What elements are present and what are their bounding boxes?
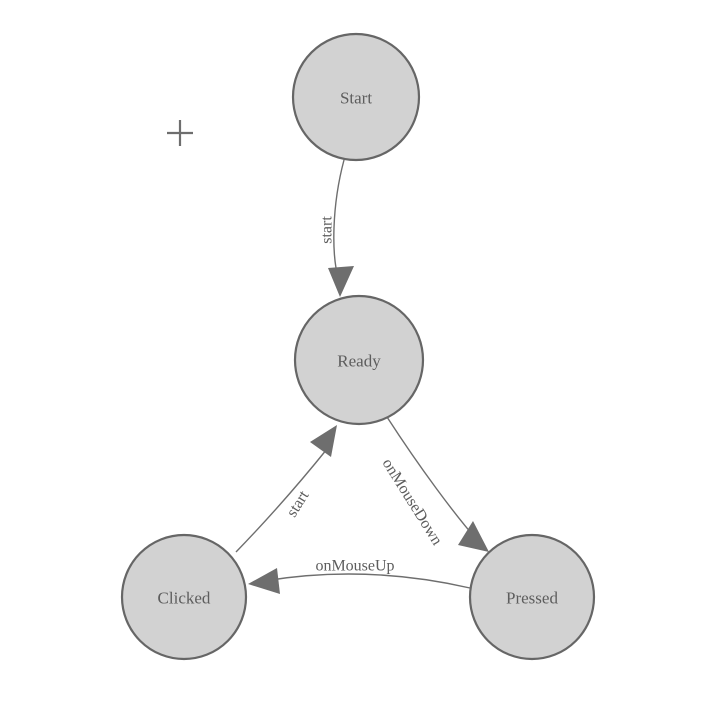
node-label-pressed: Pressed xyxy=(506,589,558,608)
node-label-start: Start xyxy=(340,89,372,108)
arrowhead-ready-to-pressed xyxy=(458,521,489,552)
arrowhead-clicked-to-ready xyxy=(310,425,337,457)
node-circle-ready[interactable] xyxy=(293,294,425,426)
edge-ready-to-pressed[interactable]: onMouseDown xyxy=(379,416,489,552)
node-label-clicked: Clicked xyxy=(158,589,211,608)
node-start[interactable]: Start xyxy=(291,32,421,162)
node-clicked[interactable]: Clicked xyxy=(120,533,248,661)
node-circle-start[interactable] xyxy=(291,32,421,162)
node-circle-clicked[interactable] xyxy=(120,533,248,661)
node-ready[interactable]: Ready xyxy=(293,294,425,426)
node-circle-pressed[interactable] xyxy=(468,533,596,661)
arrowhead-start-to-ready xyxy=(328,266,354,297)
node-pressed[interactable]: Pressed xyxy=(468,533,596,661)
edge-label-pressed-to-clicked: onMouseUp xyxy=(315,558,394,575)
node-label-ready: Ready xyxy=(337,352,381,371)
edge-path-clicked-to-ready xyxy=(235,448,328,553)
crosshair-icon xyxy=(167,120,193,146)
edge-pressed-to-clicked[interactable]: onMouseUp xyxy=(248,558,471,595)
edge-path-pressed-to-clicked xyxy=(263,573,471,589)
edge-clicked-to-ready[interactable]: start xyxy=(235,425,337,553)
edge-label-clicked-to-ready: start xyxy=(283,487,312,520)
edge-label-start-to-ready: start xyxy=(319,216,336,244)
arrowhead-pressed-to-clicked xyxy=(248,568,280,594)
edge-start-to-ready[interactable]: start xyxy=(319,159,355,297)
edge-label-ready-to-pressed: onMouseDown xyxy=(379,456,446,549)
